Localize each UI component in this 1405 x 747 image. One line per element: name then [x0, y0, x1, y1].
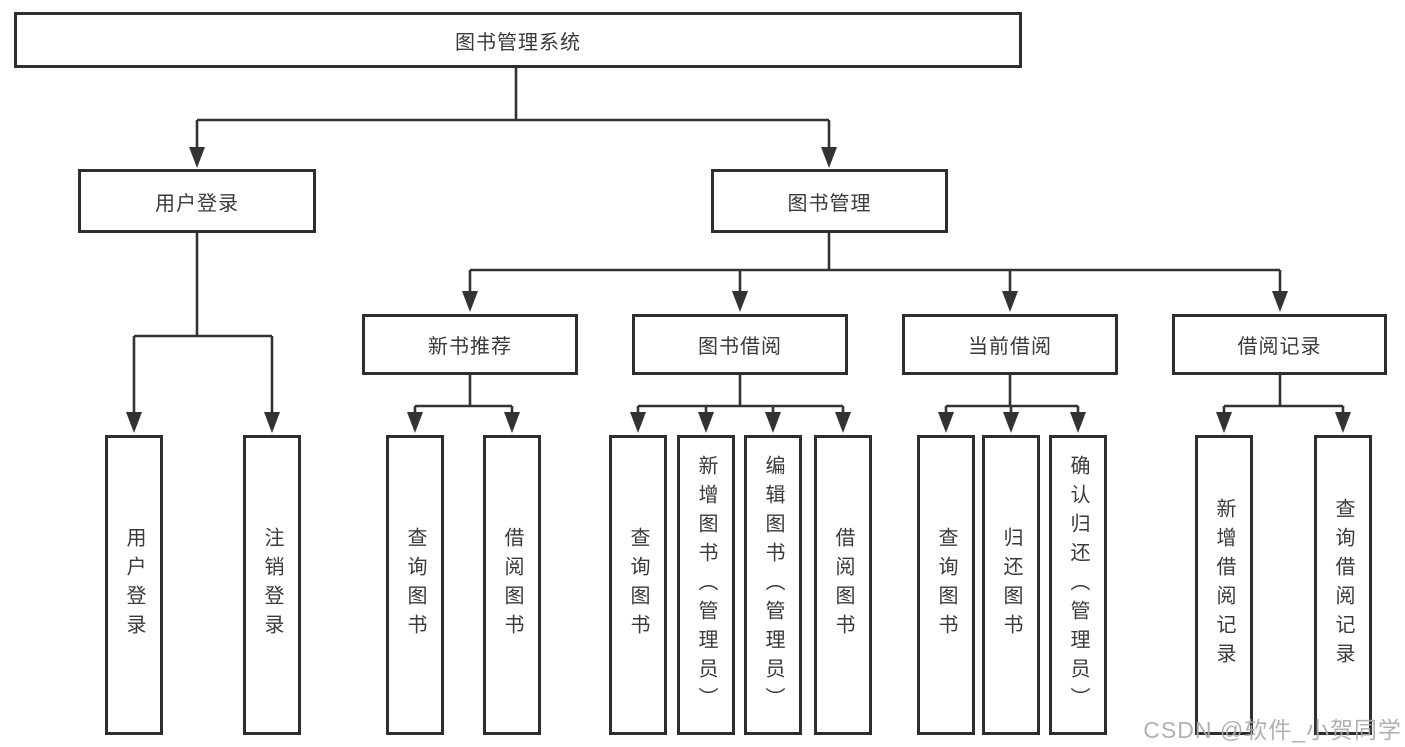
node-label: 注销登录: [261, 527, 283, 643]
node-label: 编辑图书（管理员）: [762, 454, 784, 716]
node-borrow-records: 借阅记录: [1172, 314, 1387, 375]
node-label: 借阅图书: [832, 527, 854, 643]
node-label: 查询图书: [627, 527, 649, 643]
node-label: 借阅图书: [501, 527, 523, 643]
leaf-add-book-admin: 新增图书（管理员）: [677, 435, 735, 735]
node-label: 用户登录: [155, 192, 239, 215]
node-label: 查询图书: [404, 527, 426, 643]
node-book-borrow: 图书借阅: [632, 314, 848, 375]
leaf-query-books-current: 查询图书: [917, 435, 975, 735]
node-label: 新增借阅记录: [1213, 498, 1235, 672]
node-current-borrow: 当前借阅: [902, 314, 1118, 375]
node-label: 查询图书: [935, 527, 957, 643]
leaf-borrow-books: 借阅图书: [814, 435, 872, 735]
node-book-management: 图书管理: [711, 169, 948, 233]
watermark: CSDN @软件_小贺同学: [1143, 717, 1402, 743]
node-library-system: 图书管理系统: [14, 12, 1022, 68]
leaf-add-borrow-record: 新增借阅记录: [1195, 435, 1253, 735]
node-label: 图书管理: [787, 192, 872, 215]
node-user-login: 用户登录: [78, 169, 316, 233]
node-label: 用户登录: [123, 527, 145, 643]
leaf-confirm-return-admin: 确认归还（管理员）: [1049, 435, 1107, 735]
leaf-borrow-books-recommend: 借阅图书: [483, 435, 541, 735]
node-label: 图书借阅: [698, 336, 782, 358]
leaf-query-borrow-record: 查询借阅记录: [1314, 435, 1372, 735]
leaf-user-login: 用户登录: [105, 435, 163, 735]
leaf-query-books-recommend: 查询图书: [386, 435, 444, 735]
node-label: 新书推荐: [428, 336, 512, 358]
leaf-logout: 注销登录: [243, 435, 301, 735]
node-new-book-recommend: 新书推荐: [362, 314, 578, 375]
node-label: 图书管理系统: [455, 31, 581, 54]
leaf-return-book: 归还图书: [982, 435, 1040, 735]
leaf-edit-book-admin: 编辑图书（管理员）: [744, 435, 802, 735]
node-label: 查询借阅记录: [1332, 498, 1354, 672]
node-label: 当前借阅: [968, 336, 1052, 358]
node-label: 新增图书（管理员）: [695, 454, 717, 716]
node-label: 确认归还（管理员）: [1067, 454, 1089, 716]
node-label: 借阅记录: [1237, 336, 1322, 358]
leaf-query-books-borrow: 查询图书: [609, 435, 667, 735]
node-label: 归还图书: [1000, 527, 1022, 643]
